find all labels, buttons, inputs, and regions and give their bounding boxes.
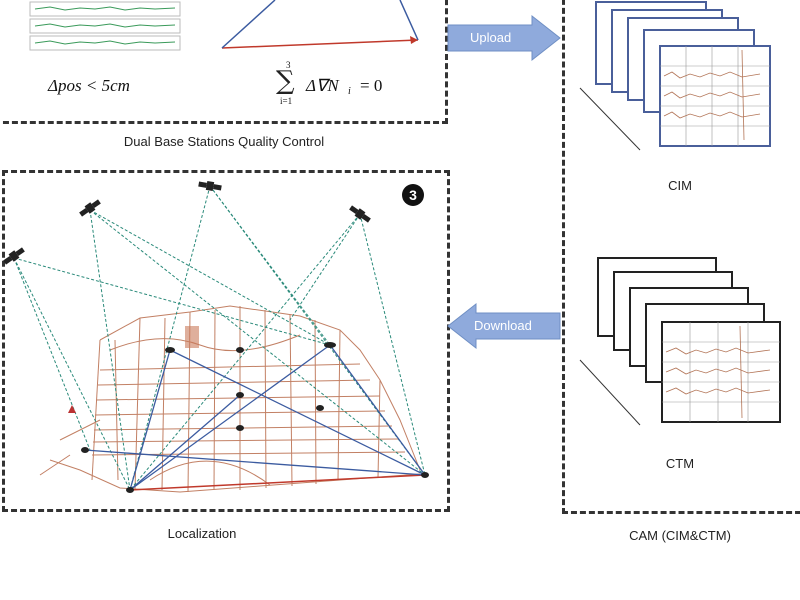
quality-control-caption: Dual Base Stations Quality Control xyxy=(123,134,325,149)
formula-sub: i=1 xyxy=(280,96,293,106)
position-threshold-formula: Δpos < 5cm xyxy=(48,76,130,95)
baseline-red-line xyxy=(221,39,419,49)
quality-control-panel xyxy=(0,0,448,124)
ctm-label: CTM xyxy=(665,456,695,471)
formula-index: i xyxy=(348,86,351,97)
station-baselines xyxy=(84,344,426,491)
localization-panel xyxy=(2,170,450,512)
formula-eq: = 0 xyxy=(360,76,383,95)
step-badge-number: 3 xyxy=(409,187,417,203)
double-difference-formula: 3 ∑ i=1 Δ∇N i = 0 xyxy=(272,60,402,110)
baseline-blue-line xyxy=(221,0,276,49)
cim-label: CIM xyxy=(668,178,692,193)
urban-block xyxy=(185,326,199,348)
residual-plots xyxy=(29,1,181,51)
cam-caption: CAM (CIM&CTM) xyxy=(629,528,731,543)
satellite-icon xyxy=(3,180,371,265)
download-label: Download xyxy=(474,318,532,333)
download-arrow-shape xyxy=(447,302,561,350)
station-markers xyxy=(68,342,429,493)
step-badge: 3 xyxy=(402,184,424,206)
cam-panel xyxy=(562,0,800,514)
upload-label: Upload xyxy=(470,30,512,45)
formula-body: Δ∇N xyxy=(306,76,339,95)
sum-symbol: ∑ xyxy=(276,66,295,96)
localization-caption: Localization xyxy=(167,526,237,541)
formula-sup: 3 xyxy=(286,60,291,70)
